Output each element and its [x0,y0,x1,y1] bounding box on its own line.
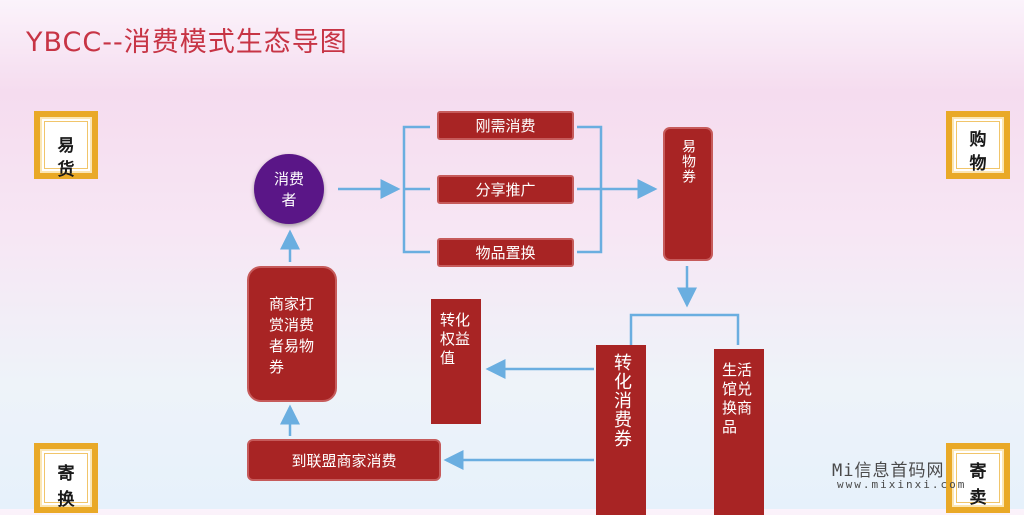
convert-rights-line-3: 值 [440,349,456,367]
consumer-node: 消费 者 [254,154,324,224]
merchant-reward-line-1: 商家打 [269,295,315,313]
watermark-title: Mi信息首码网 [832,461,945,481]
split-bracket [629,313,740,345]
channel-rigid-demand: 刚需消费 [437,111,574,140]
convert-consume-node: 转化消费券 [596,345,646,515]
exchange-goods-node: 生活 馆兑 换商 品 [714,349,764,515]
corner-yihuo-char1: 易 [57,136,75,156]
corner-jimai-char2: 卖 [969,488,987,508]
exchange-goods-line-1: 生活 [722,361,753,379]
exchange-goods-line-2: 馆兑 [722,380,753,398]
convert-rights-line-1: 转化 [440,311,471,329]
consumer-label-2: 者 [281,191,297,209]
page-title: YBCC--消费模式生态导图 [26,27,348,58]
channel-item-swap: 物品置换 [437,238,574,267]
channel-share-promote: 分享推广 [437,175,574,204]
watermark-url: www.mixinxi.com [837,478,967,491]
merchant-reward-line-3: 者易物 [269,337,315,355]
convert-rights-line-2: 权益 [440,330,471,348]
convert-consume-label: 转化消费券 [611,353,632,448]
convert-rights-node: 转化 权益 值 [431,299,481,424]
merchant-reward-line-4: 券 [269,358,285,376]
corner-gouwu: 购 物 [946,111,1010,179]
corner-jihuan-char1: 寄 [57,464,75,484]
corner-yihuo-char2: 货 [57,160,75,180]
voucher-label: 易物券 [680,139,696,184]
corner-jimai: 寄 卖 [946,443,1010,513]
merchant-reward-line-2: 赏消费 [269,316,315,334]
merchant-reward-node: 商家打 赏消费 者易物 券 [247,266,337,402]
voucher-node: 易物券 [663,127,713,261]
consumer-label-1: 消费 [273,170,304,188]
corner-gouwu-char2: 物 [969,154,987,174]
alliance-consume-node: 到联盟商家消费 [247,439,441,481]
exchange-goods-line-4: 品 [722,418,738,436]
corner-jihuan-char2: 换 [57,490,75,510]
corner-jimai-char1: 寄 [969,462,987,482]
corner-gouwu-char1: 购 [969,130,987,150]
corner-yihuo: 易 货 [34,111,98,180]
exchange-goods-line-3: 换商 [722,399,753,417]
